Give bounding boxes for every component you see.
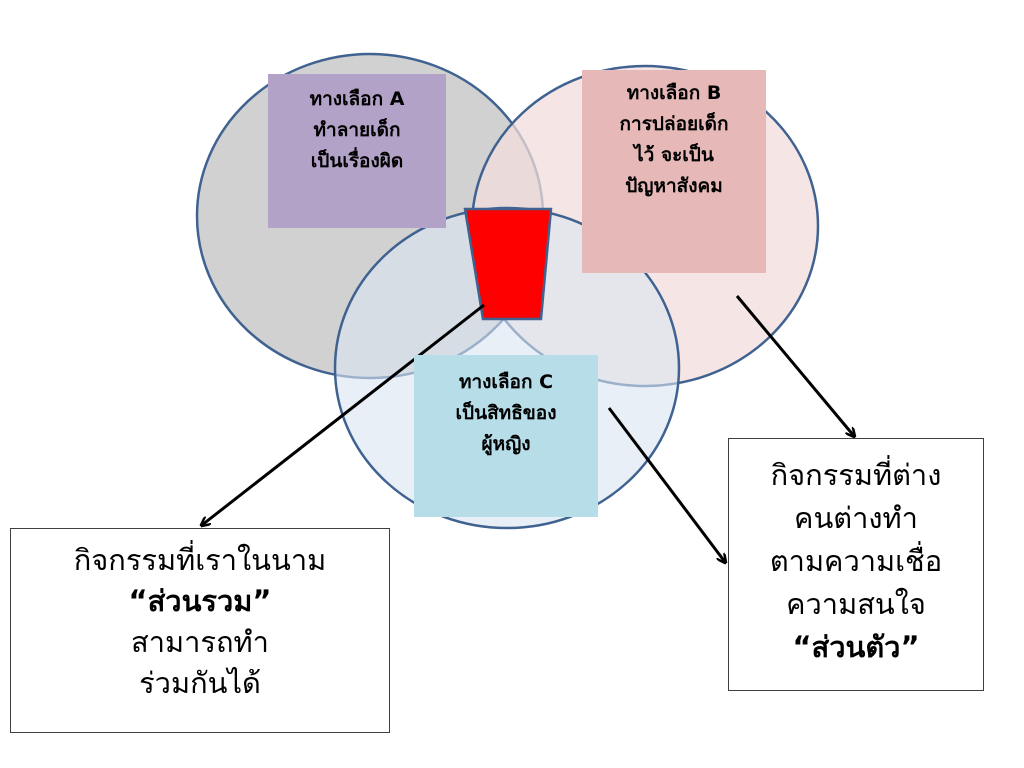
personal-line5: “ส่วนตัว”	[792, 630, 920, 664]
common-activities-box: กิจกรรมที่เราในนาม “ส่วนรวม” สามารถทำ ร่…	[10, 528, 390, 733]
intersection-shape	[463, 207, 553, 321]
option-a-line2: เป็นเรื่องผิด	[310, 150, 404, 172]
personal-line2: คนต่างทำ	[794, 501, 918, 535]
personal-line3: ตามความเชื่อ	[769, 544, 943, 578]
personal-line1: กิจกรรมที่ต่าง	[770, 458, 942, 492]
option-b-box: ทางเลือก B การปล่อยเด็ก ไว้ จะเป็น ปัญหา…	[582, 70, 766, 273]
option-b-line2: ไว้ จะเป็น	[634, 144, 714, 166]
arrow-to-common-box	[202, 303, 485, 525]
option-b-title: ทางเลือก B	[626, 82, 722, 104]
option-a-line1: ทำลายเด็ก	[313, 119, 401, 141]
arrow-b-to-personal-box	[735, 295, 854, 436]
common-line4: ร่วมกันได้	[139, 666, 261, 700]
personal-activities-box: กิจกรรมที่ต่าง คนต่างทำ ตามความเชื่อ ควา…	[728, 438, 984, 691]
option-b-line1: การปล่อยเด็ก	[619, 113, 729, 135]
option-c-line2: ผู้หญิง	[481, 433, 531, 455]
personal-line4: ความสนใจ	[786, 587, 926, 621]
common-line1: กิจกรรมที่เราในนาม	[73, 543, 327, 577]
option-a-title: ทางเลือก A	[309, 88, 405, 110]
arrow-c-to-personal-box	[607, 407, 725, 562]
option-c-line1: เป็นสิทธิของ	[455, 402, 557, 424]
option-c-box: ทางเลือก C เป็นสิทธิของ ผู้หญิง	[414, 355, 598, 517]
common-line3: สามารถทำ	[131, 625, 269, 659]
option-a-box: ทางเลือก A ทำลายเด็ก เป็นเรื่องผิด	[268, 74, 446, 228]
common-line2: “ส่วนรวม”	[128, 584, 272, 618]
option-c-title: ทางเลือก C	[458, 371, 554, 393]
option-b-line3: ปัญหาสังคม	[625, 175, 723, 197]
